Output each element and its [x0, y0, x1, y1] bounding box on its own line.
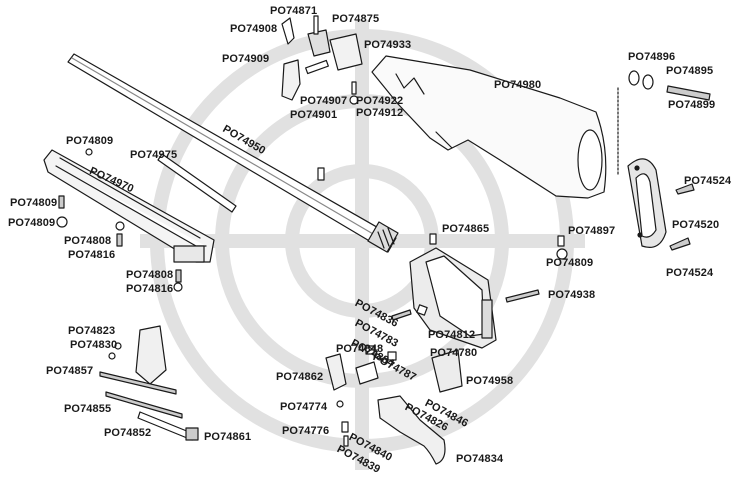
part-label: PO74809	[66, 135, 114, 147]
part-label: PO74899	[668, 99, 716, 111]
part-label: PO74816	[126, 283, 174, 295]
barrel	[67, 53, 399, 253]
trigger-assembly	[325, 345, 463, 465]
part-label: PO74520	[672, 219, 720, 231]
part-label: PO74857	[46, 365, 94, 377]
part-label: PO74823	[68, 325, 116, 337]
part-label: PO74862	[276, 371, 324, 383]
part-label: PO74980	[494, 79, 542, 91]
buttstock	[371, 55, 607, 199]
part-label: PO74816	[68, 249, 116, 261]
receiver-pins	[391, 235, 568, 321]
part-label: PO74524	[684, 175, 731, 187]
stock-bolt-assembly	[617, 70, 711, 177]
part-label: PO74907	[300, 95, 348, 107]
part-label: PO74871	[270, 5, 318, 17]
part-label: PO74897	[568, 225, 616, 237]
fore-end-screws	[56, 148, 183, 292]
part-label: PO74809	[8, 217, 56, 229]
fore-end	[43, 149, 215, 263]
part-label: PO74812	[428, 329, 476, 341]
trigger-guard-left	[99, 325, 199, 441]
part-label: PO74808	[64, 235, 112, 247]
part-label: PO74524	[666, 267, 714, 279]
part-label: PO74780	[430, 347, 478, 359]
part-label: PO74855	[64, 403, 112, 415]
butt-plate	[627, 158, 667, 248]
butt-plate-screws	[669, 183, 695, 251]
part-label: PO74938	[548, 289, 596, 301]
part-label: PO74922	[356, 95, 404, 107]
receiver	[409, 233, 497, 349]
part-label: PO74912	[356, 107, 404, 119]
part-label: PO74901	[290, 109, 338, 121]
part-label: PO74809	[10, 197, 58, 209]
part-label: PO74933	[364, 39, 412, 51]
part-label: PO74896	[628, 51, 676, 63]
part-label: PO74830	[70, 339, 118, 351]
part-label: PO74909	[222, 53, 270, 65]
part-label: PO74808	[126, 269, 174, 281]
part-label: PO74975	[130, 149, 178, 161]
part-label: PO74834	[456, 453, 504, 465]
cleaning-rod	[157, 153, 237, 213]
part-label: PO74774	[280, 401, 328, 413]
part-label: PO74848	[336, 343, 384, 355]
hammer-group	[281, 15, 363, 181]
part-label: PO74861	[204, 431, 252, 443]
part-label: PO74776	[282, 425, 330, 437]
part-label: PO74865	[442, 223, 490, 235]
part-label: PO74875	[332, 13, 380, 25]
part-label: PO74895	[666, 65, 714, 77]
part-label: PO74852	[104, 427, 152, 439]
part-label: PO74958	[466, 375, 514, 387]
part-label: PO74908	[230, 23, 278, 35]
part-label: PO74809	[546, 257, 594, 269]
